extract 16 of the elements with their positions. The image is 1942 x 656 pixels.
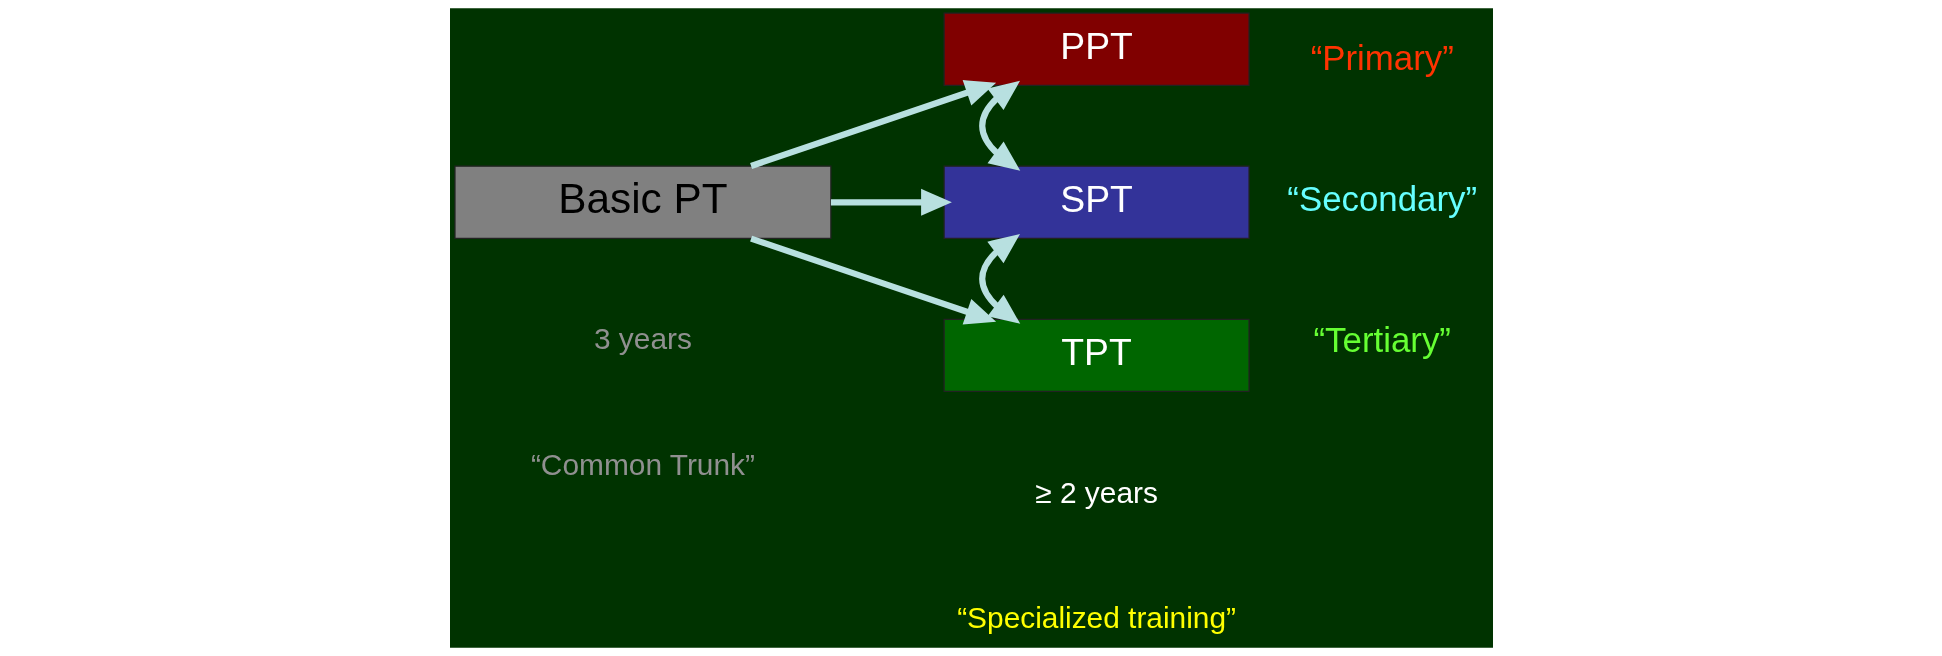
node-box: SPT	[943, 165, 1250, 239]
node-box: PPT	[943, 12, 1250, 86]
arrow	[830, 188, 952, 216]
arrow	[749, 235, 996, 325]
node-label: “Tertiary”	[1313, 319, 1451, 359]
label: “Common Trunk”	[530, 448, 755, 482]
node-label: “Primary”	[1310, 38, 1454, 78]
label: 3 years	[593, 322, 692, 356]
node-label: “Secondary”	[1286, 178, 1477, 218]
node-box: TPT	[943, 318, 1250, 393]
arrow	[749, 80, 996, 169]
arrow	[978, 80, 1020, 171]
node-box: Basic PT	[453, 165, 831, 239]
arrow	[978, 233, 1020, 324]
label: “Specialized training”	[956, 601, 1236, 635]
label: ≥ 2 years	[1034, 475, 1158, 509]
